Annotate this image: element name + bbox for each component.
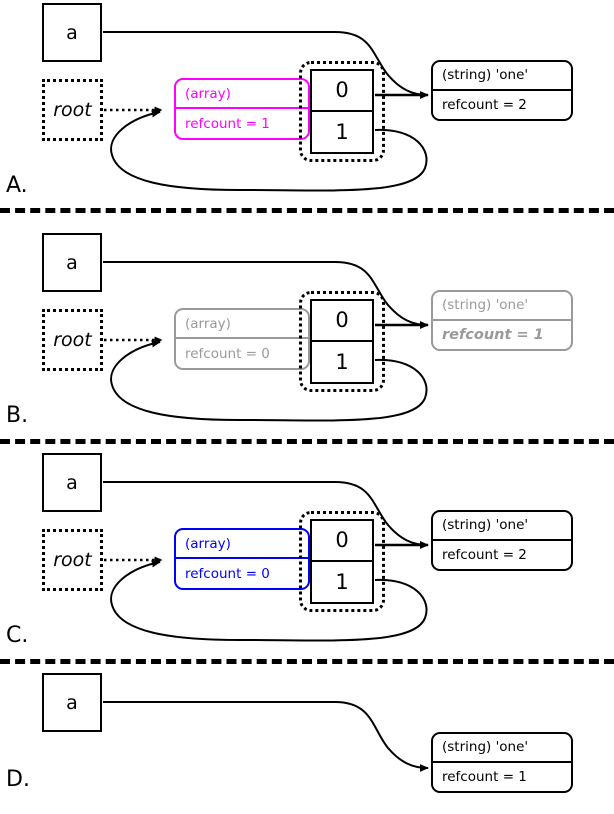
string-zval-box[interactable]: (string) 'one' refcount = 1 [431,732,573,793]
variable-box-a[interactable]: a [42,453,102,512]
root-label: root [53,329,92,351]
root-box[interactable]: root [42,309,103,371]
variable-box-a[interactable]: a [42,233,102,292]
panel-separator-1 [0,208,614,213]
array-zval-box[interactable]: (array) refcount = 1 [174,78,310,140]
array-index-1[interactable]: 1 [335,569,349,594]
variable-label: a [66,251,78,274]
variable-label: a [66,691,78,714]
array-index-cells[interactable]: 0 1 [310,69,374,154]
array-index-1[interactable]: 1 [335,349,349,374]
variable-box-a[interactable]: a [42,673,102,732]
string-refcount-label: refcount = 1 [442,326,544,343]
root-box[interactable]: root [42,79,103,141]
panel-letter-b: B. [6,403,29,428]
panel-d: a (string) 'one' refcount = 1 D. [0,670,614,814]
array-index-0[interactable]: 0 [312,71,372,112]
panel-letter-d: D. [6,767,30,792]
variable-label: a [66,21,78,44]
string-type-label: (string) 'one' [433,512,571,541]
array-type-label: (array) [176,530,308,559]
string-zval-box[interactable]: (string) 'one' refcount = 2 [431,510,573,571]
panel-letter-c: C. [6,623,29,648]
string-type-label: (string) 'one' [433,292,571,321]
panel-b: a root (array) refcount = 0 0 1 (string)… [0,230,614,441]
array-index-container [299,291,385,392]
array-index-container [299,61,385,162]
root-label: root [53,549,92,571]
variable-label: a [66,471,78,494]
string-zval-box[interactable]: (string) 'one' refcount = 2 [431,60,573,121]
array-zval-box[interactable]: (array) refcount = 0 [174,308,310,370]
root-box[interactable]: root [42,529,103,591]
string-zval-box[interactable]: (string) 'one' refcount = 1 [431,290,573,351]
panel-c: a root (array) refcount = 0 0 1 (string)… [0,450,614,661]
panel-separator-3 [0,659,614,664]
variable-box-a[interactable]: a [42,3,102,62]
root-label: root [53,99,92,121]
string-type-label: (string) 'one' [433,62,571,91]
array-refcount-label: refcount = 0 [185,565,270,582]
array-index-cells[interactable]: 0 1 [310,519,374,604]
array-type-label: (array) [176,80,308,109]
string-refcount-label: refcount = 2 [442,546,527,563]
string-type-label: (string) 'one' [433,734,571,763]
array-refcount-label: refcount = 0 [185,345,270,362]
array-type-label: (array) [176,310,308,339]
string-refcount-label: refcount = 1 [442,768,527,785]
array-index-cells[interactable]: 0 1 [310,299,374,384]
string-refcount-label: refcount = 2 [442,96,527,113]
array-index-1[interactable]: 1 [335,119,349,144]
panel-separator-2 [0,439,614,444]
panel-letter-a: A. [6,173,28,198]
panel-a: a root (array) refcount = 1 0 1 (string)… [0,0,614,210]
array-zval-box[interactable]: (array) refcount = 0 [174,528,310,590]
array-index-0[interactable]: 0 [312,521,372,562]
array-index-0[interactable]: 0 [312,301,372,342]
array-refcount-label: refcount = 1 [185,115,270,132]
array-index-container [299,511,385,612]
